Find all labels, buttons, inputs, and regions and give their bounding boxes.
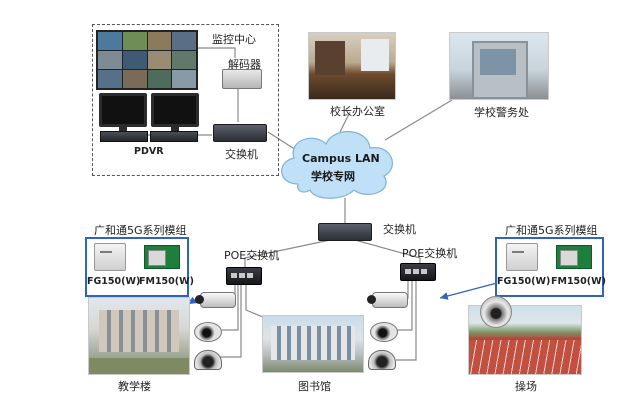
- ptz-camera: [480, 296, 512, 328]
- video-wall: [96, 30, 198, 90]
- poe-right-label: POE交换机: [402, 247, 458, 260]
- left-module-title: 广和通5G系列模组: [94, 224, 187, 237]
- police-office-photo: [449, 32, 549, 100]
- poe-switch-left: [226, 267, 262, 285]
- dvr-box-right: [150, 131, 198, 142]
- poe-left-label: POE交换机: [224, 249, 280, 262]
- right-fm150-label: FM150(W): [551, 276, 606, 287]
- monitor-right: [151, 93, 199, 134]
- core-switch: [318, 223, 372, 241]
- right-fg150-label: FG150(W): [497, 276, 551, 287]
- camera-dome-left: [194, 350, 222, 370]
- principal-office-label: 校长办公室: [330, 105, 385, 118]
- monitor-center-label: 监控中心: [212, 33, 256, 46]
- camera-dome-right: [368, 350, 396, 370]
- fm150-board-left: [144, 245, 180, 269]
- camera-box-left: [195, 292, 236, 308]
- left-fm150-label: FM150(W): [139, 276, 194, 287]
- fg150-chip-right: [506, 243, 538, 271]
- monitor-center-switch: [213, 124, 267, 142]
- principal-office-photo: [308, 32, 396, 100]
- teaching-building-label: 教学楼: [118, 380, 151, 393]
- library-label: 图书馆: [298, 380, 331, 393]
- cloud-line1: Campus LAN: [302, 152, 380, 165]
- poe-switch-right: [400, 263, 436, 281]
- fm150-board-right: [556, 245, 592, 269]
- right-module-title: 广和通5G系列模组: [505, 224, 598, 237]
- left-fg150-label: FG150(W): [87, 276, 141, 287]
- library-photo: [262, 315, 364, 373]
- fg150-chip-left: [94, 243, 126, 271]
- decoder-device: [222, 69, 262, 89]
- core-switch-label: 交换机: [383, 223, 416, 236]
- monitor-center-switch-label: 交换机: [225, 148, 258, 161]
- monitor-left: [99, 93, 147, 134]
- campus-lan-cloud: [281, 131, 393, 199]
- decoder-label: 解码器: [228, 58, 261, 71]
- police-office-label: 学校警务处: [474, 106, 529, 119]
- camera-bullet-right: [370, 322, 398, 342]
- playground-label: 操场: [515, 380, 537, 393]
- cloud-line2: 学校专网: [311, 170, 355, 183]
- teaching-building-photo: [88, 297, 190, 375]
- pdvr-label: PDVR: [134, 146, 164, 157]
- camera-bullet-left: [194, 322, 222, 342]
- camera-box-right: [367, 292, 408, 308]
- monitor-center-frame: [92, 24, 279, 176]
- dvr-box-left: [100, 131, 148, 142]
